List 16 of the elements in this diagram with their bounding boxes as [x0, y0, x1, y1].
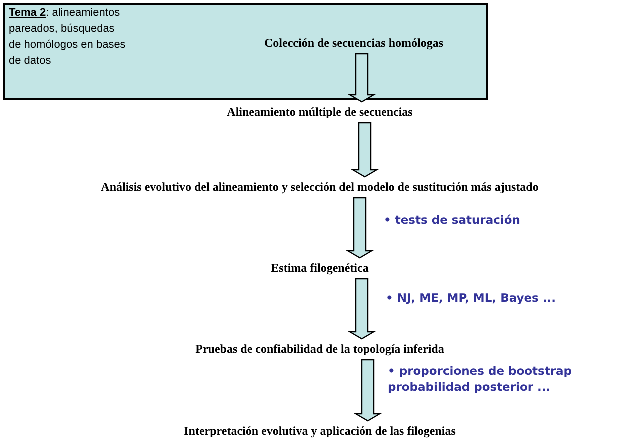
- block-arrow: [350, 122, 380, 178]
- block-arrow: [348, 278, 376, 340]
- block-arrow: [346, 197, 374, 259]
- method-note: • tests de saturación: [384, 212, 522, 228]
- block-arrow: [348, 53, 376, 103]
- step-text: Pruebas de confiabilidad de la topología inferida: [196, 342, 444, 356]
- step-text: Estima filogenética: [271, 261, 369, 275]
- step-text: Interpretación evolutiva y aplicación de las filogenias: [184, 424, 456, 438]
- step-text: Análisis evolutivo del alineamiento y selección del modelo de sustitución más ajustado: [101, 180, 539, 194]
- step-text: Alineamiento múltiple de secuencias: [227, 105, 413, 119]
- method-note: • NJ, ME, MP, ML, Bayes ...: [386, 290, 558, 306]
- method-note: • proporciones de bootstrap probabilidad posterior ...: [388, 363, 574, 395]
- step-text: Colección de secuencias homólogas: [264, 36, 444, 50]
- topic-text: Tema 2: alineamientos pareados, búsquedas de homólogos en bases de datos: [9, 6, 127, 69]
- topic-box: [3, 3, 488, 100]
- block-arrow: [354, 359, 382, 422]
